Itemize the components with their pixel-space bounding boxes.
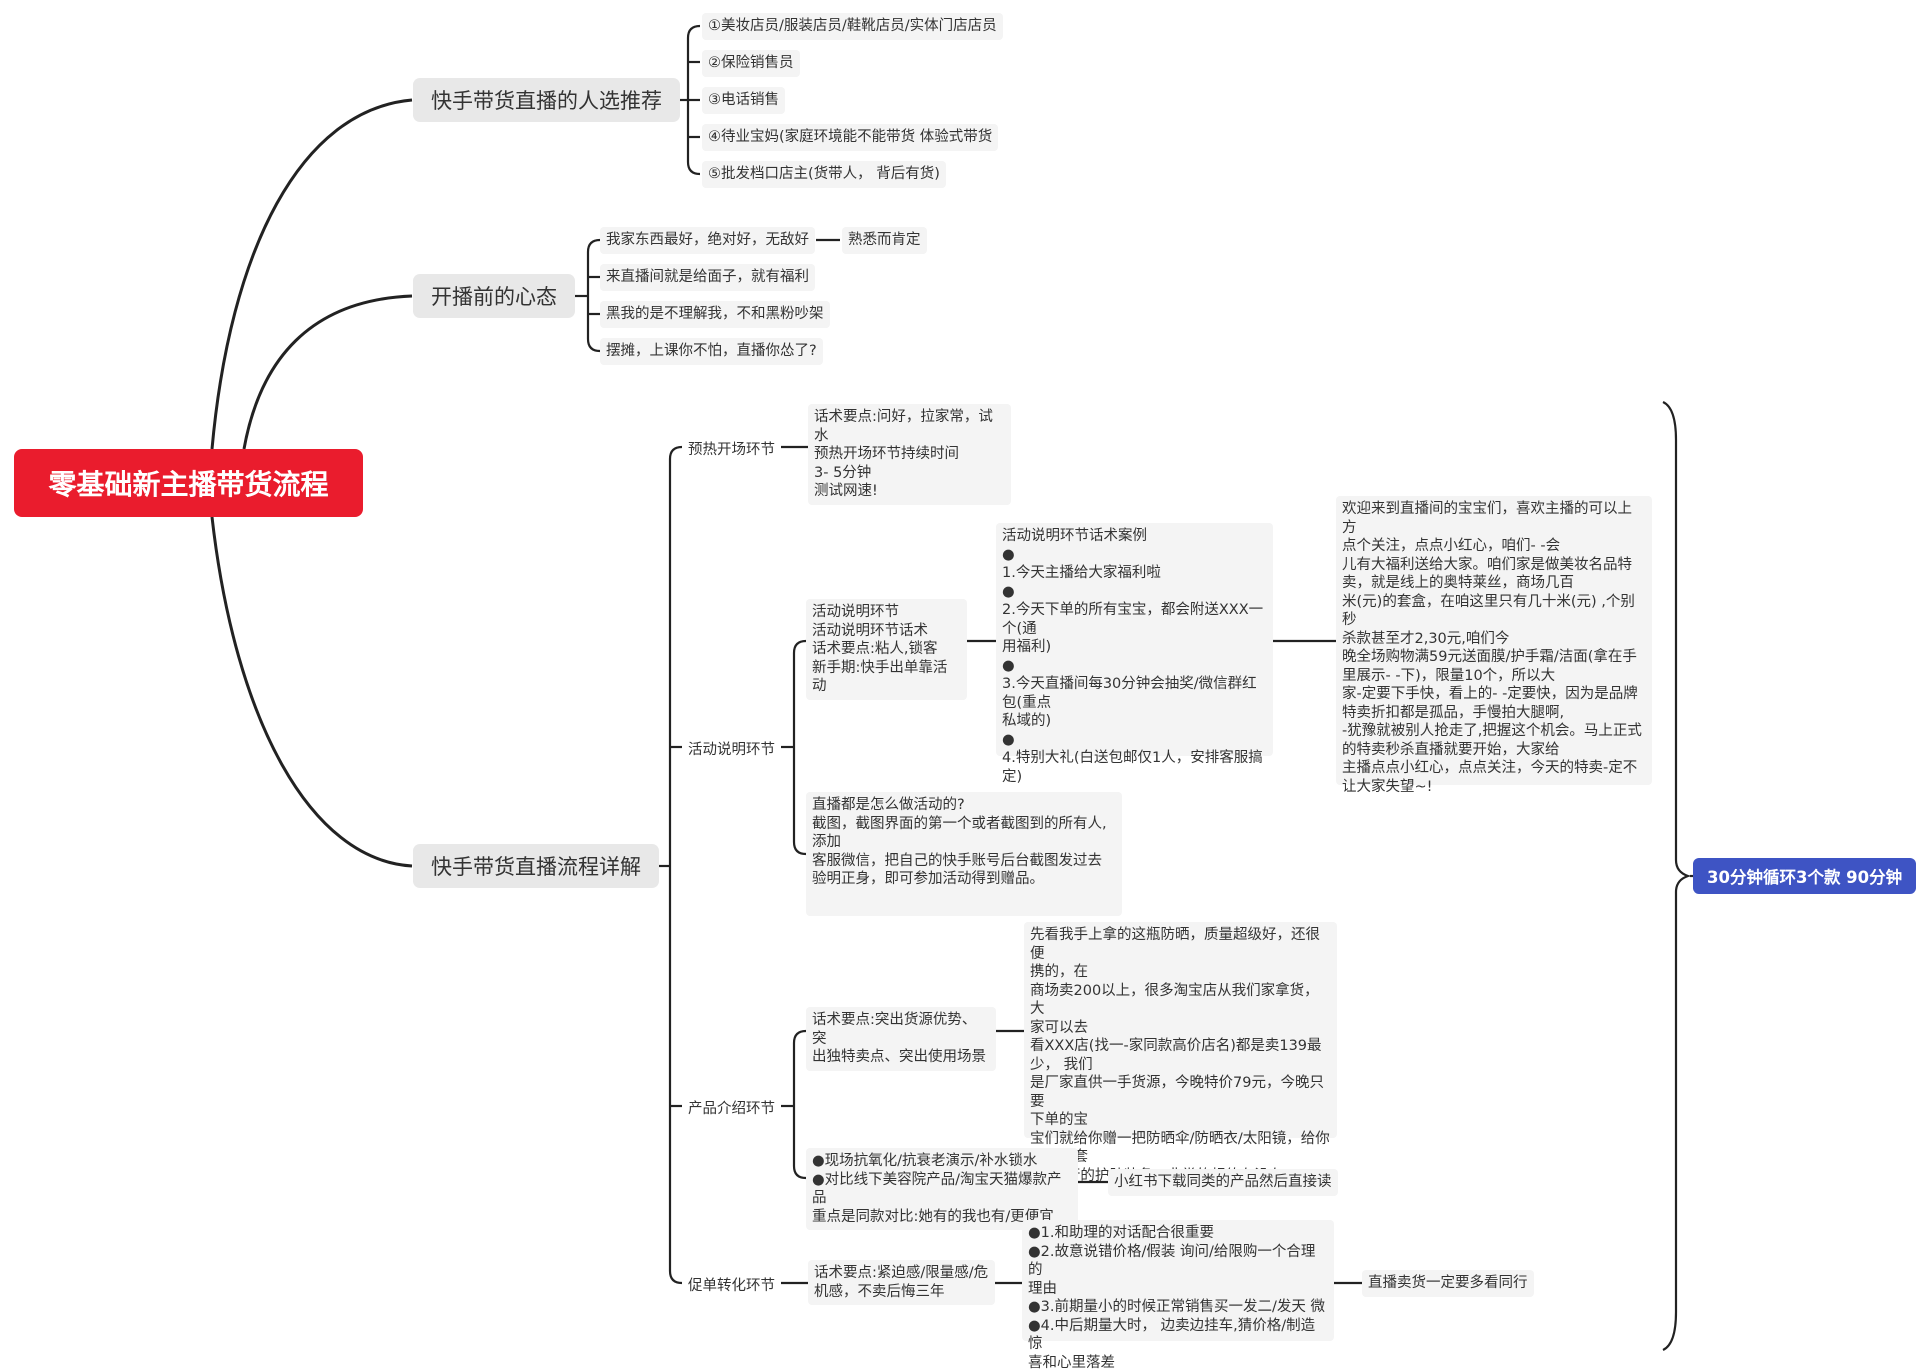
- branch-mindset[interactable]: 开播前的心态: [413, 274, 575, 318]
- candidate-item-4[interactable]: ④待业宝妈(家庭环境能不能带货 体验式带货: [702, 124, 999, 151]
- candidate-item-1[interactable]: ①美妆店员/服装店员/鞋靴店员/实体门店店员: [702, 13, 1003, 40]
- product-sample-script[interactable]: 先看我手上拿的这瓶防晒，质量超级好，还很便 携的，在 商场卖200以上，很多淘宝…: [1024, 922, 1337, 1184]
- branch-candidate-recommendation[interactable]: 快手带货直播的人选推荐: [413, 78, 680, 122]
- product-comparison-sub[interactable]: 小红书下载同类的产品然后直接读: [1108, 1169, 1338, 1196]
- mindset-item-4[interactable]: 摆摊，上课你不怕，直播你怂了?: [600, 338, 823, 365]
- loop-summary-badge[interactable]: 30分钟循环3个款 90分钟: [1693, 858, 1917, 894]
- branch-live-process[interactable]: 快手带货直播流程详解: [413, 844, 659, 888]
- product-points[interactable]: 话术要点:突出货源优势、突 出独特卖点、突出使用场景: [806, 1007, 996, 1071]
- mindset-item-2[interactable]: 来直播间就是给面子，就有福利: [600, 264, 815, 291]
- warmup-note[interactable]: 话术要点:问好，拉家常，试水 预热开场环节持续时间 3- 5分钟 测试网速!: [808, 404, 1011, 505]
- mindset-item-1[interactable]: 我家东西最好，绝对好，无敌好: [600, 227, 815, 254]
- activity-script-cases[interactable]: 活动说明环节话术案例 ● 1.今天主播给大家福利啦 ● 2.今天下单的所有宝宝，…: [996, 523, 1273, 785]
- mindset-sub-familiar[interactable]: 熟悉而肯定: [842, 227, 927, 254]
- closing-sub-watch-peers[interactable]: 直播卖货一定要多看同行: [1362, 1270, 1534, 1297]
- section-closing[interactable]: 促单转化环节: [682, 1272, 781, 1297]
- section-activity[interactable]: 活动说明环节: [682, 736, 781, 761]
- product-comparison[interactable]: ●现场抗氧化/抗衰老演示/补水锁水 ●对比线下美容院产品/淘宝天猫爆款产品 重点…: [806, 1148, 1078, 1230]
- root-topic[interactable]: 零基础新主播带货流程: [14, 449, 363, 517]
- candidate-item-2[interactable]: ②保险销售员: [702, 50, 800, 77]
- mindset-item-3[interactable]: 黑我的是不理解我，不和黑粉吵架: [600, 301, 830, 328]
- closing-tips[interactable]: ●1.和助理的对话配合很重要 ●2.故意说错价格/假装 询问/给限购一个合理的 …: [1022, 1220, 1334, 1371]
- activity-points[interactable]: 活动说明环节 活动说明环节话术 话术要点:粘人,锁客 新手期:快手出单靠活动: [806, 599, 967, 700]
- candidate-item-3[interactable]: ③电话销售: [702, 87, 785, 114]
- section-warmup[interactable]: 预热开场环节: [682, 436, 781, 461]
- activity-welcome-script[interactable]: 欢迎来到直播间的宝宝们，喜欢主播的可以上方 点个关注，点点小红心，咱们- -会 …: [1336, 496, 1652, 795]
- candidate-item-5[interactable]: ⑤批发档口店主(货带人， 背后有货): [702, 161, 946, 188]
- section-product[interactable]: 产品介绍环节: [682, 1095, 781, 1120]
- activity-howto[interactable]: 直播都是怎么做活动的? 截图，截图界面的第一个或者截图到的所有人, 添加 客服微…: [806, 792, 1122, 916]
- closing-points[interactable]: 话术要点:紧迫感/限量感/危 机感，不卖后悔三年: [808, 1260, 995, 1305]
